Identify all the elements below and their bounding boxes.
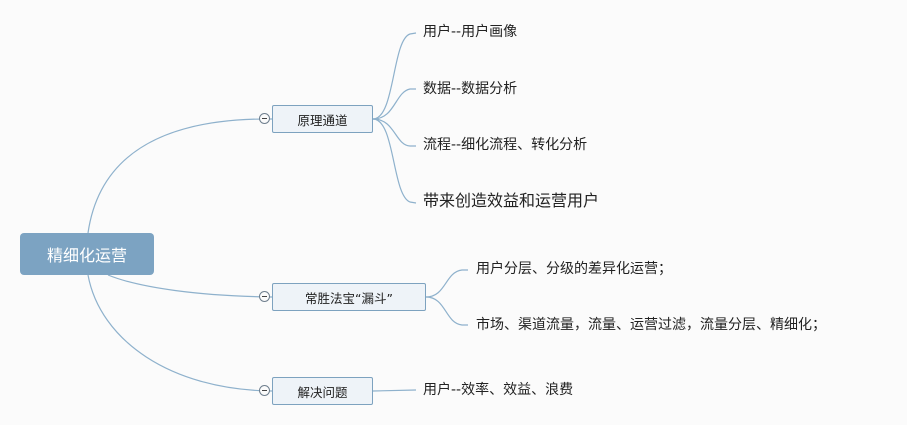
connector-b2-leaf-1 xyxy=(425,269,468,298)
connector-b1-leaf-1 xyxy=(372,32,417,120)
branch-label: 原理通道 xyxy=(297,112,348,128)
connector-b3-leaf-1 xyxy=(372,389,417,392)
connector-b2-leaf-2 xyxy=(425,296,468,326)
connector-root-branch-2 xyxy=(107,274,273,298)
connector-b1-leaf-3 xyxy=(372,118,416,147)
branch-node-1[interactable]: 原理通道 xyxy=(272,105,373,133)
leaf-text[interactable]: 带来创造效益和运营用户 xyxy=(423,191,600,210)
leaf-text[interactable]: 数据--数据分析 xyxy=(423,81,518,97)
leaf-text[interactable]: 流程--细化流程、转化分析 xyxy=(423,137,588,153)
leaf-text[interactable]: 市场、渠道流量，流量、运营过滤，流量分层、精细化； xyxy=(476,317,826,333)
collapse-icon[interactable] xyxy=(259,113,270,124)
collapse-icon[interactable] xyxy=(259,291,270,302)
branch-label: 常胜法宝“漏斗” xyxy=(305,290,393,306)
connector-b1-leaf-4 xyxy=(372,118,417,204)
root-label: 精细化运营 xyxy=(46,246,127,265)
root-node[interactable]: 精细化运营 xyxy=(20,233,154,275)
connector-b1-leaf-2 xyxy=(372,88,416,120)
leaf-text[interactable]: 用户--用户画像 xyxy=(423,24,518,40)
connector-root-branch-1 xyxy=(87,118,273,234)
leaf-text[interactable]: 用户分层、分级的差异化运营； xyxy=(476,261,672,277)
leaf-text[interactable]: 用户--效率、效益、浪费 xyxy=(423,382,574,398)
branch-node-3[interactable]: 解决问题 xyxy=(272,377,373,405)
collapse-icon[interactable] xyxy=(259,385,270,396)
connector-root-branch-3 xyxy=(87,274,273,392)
branch-label: 解决问题 xyxy=(297,384,348,400)
branch-node-2[interactable]: 常胜法宝“漏斗” xyxy=(272,283,426,311)
